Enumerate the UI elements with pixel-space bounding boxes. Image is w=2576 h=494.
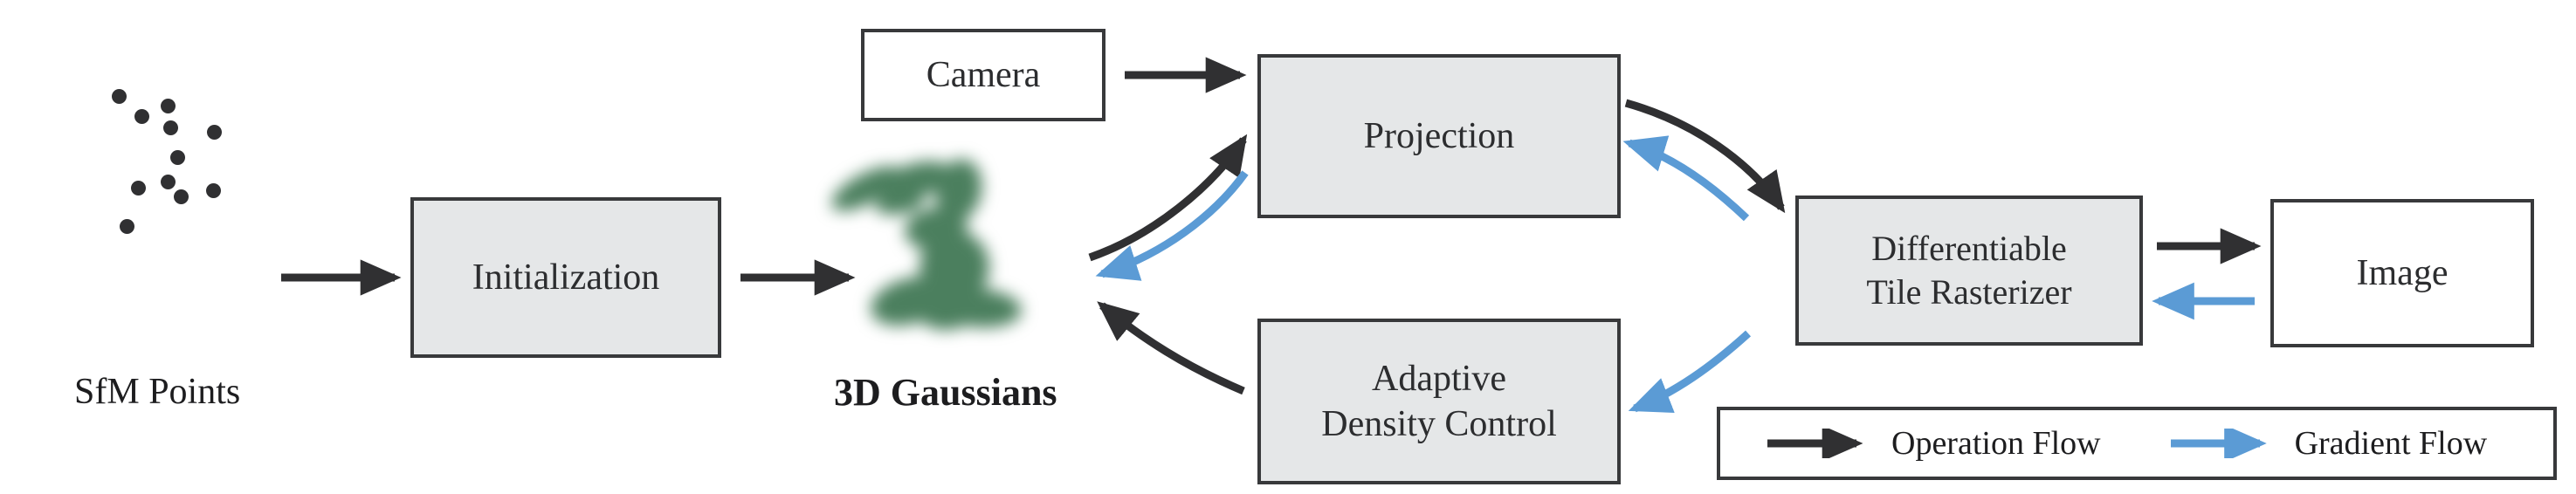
edge-projection-to-rasterizer: [1624, 99, 1786, 214]
gaussians-label: 3D Gaussians: [834, 371, 1057, 414]
camera-label: Camera: [926, 54, 1041, 95]
legend-entry-operation-flow: Operation Flow: [1766, 424, 2101, 463]
edge-rasterizer-to-adaptive: [1628, 330, 1752, 414]
sfm-points-label: SfM Points: [74, 372, 241, 412]
sfm-point: [120, 219, 134, 234]
adaptive-label-line1: Adaptive: [1372, 358, 1506, 399]
rasterizer-box[interactable]: Differentiable Tile Rasterizer: [1795, 196, 2143, 346]
edge-projection-to-gaussians: [1095, 170, 1249, 281]
projection-label: Projection: [1363, 115, 1515, 156]
camera-box[interactable]: Camera: [861, 29, 1105, 121]
adaptive-label: Adaptive Density Control: [1321, 356, 1557, 447]
rasterizer-label-line1: Differentiable: [1871, 229, 2067, 269]
initialization-box[interactable]: Initialization: [410, 197, 721, 358]
edge-rasterizer-to-projection: [1622, 135, 1750, 222]
legend-label-operation-flow: Operation Flow: [1891, 425, 2101, 462]
initialization-label: Initialization: [472, 257, 660, 298]
sfm-point: [170, 150, 185, 165]
legend-label-gradient-flow: Gradient Flow: [2294, 425, 2488, 462]
adaptive-label-line2: Density Control: [1321, 404, 1557, 444]
projection-box[interactable]: Projection: [1257, 54, 1621, 218]
sfm-point: [161, 175, 176, 189]
sfm-point: [207, 125, 222, 140]
sfm-point: [206, 183, 221, 198]
gaussian-ellipse: [918, 295, 974, 330]
sfm-point: [112, 89, 127, 104]
legend-box: Operation Flow Gradient Flow: [1717, 407, 2557, 480]
arrow-right-icon: [2170, 429, 2267, 458]
adaptive-density-control-box[interactable]: Adaptive Density Control: [1257, 319, 1621, 484]
sfm-point: [131, 181, 146, 196]
arrow-right-icon: [1767, 429, 1863, 458]
edge-adaptive-to-gaussians: [1097, 301, 1245, 395]
edge-gaussians-to-projection: [1088, 134, 1248, 262]
legend-entry-gradient-flow: Gradient Flow: [2169, 424, 2488, 463]
sfm-point: [134, 109, 149, 124]
image-box[interactable]: Image: [2270, 199, 2534, 347]
gaussian-splat-illustration: [825, 153, 1092, 353]
image-label: Image: [2356, 252, 2449, 293]
sfm-point: [161, 99, 176, 113]
sfm-point: [174, 189, 189, 204]
rasterizer-label-line2: Tile Rasterizer: [1866, 272, 2072, 312]
sfm-point-cloud: [105, 87, 279, 234]
sfm-point: [163, 120, 178, 135]
rasterizer-label: Differentiable Tile Rasterizer: [1866, 227, 2071, 313]
